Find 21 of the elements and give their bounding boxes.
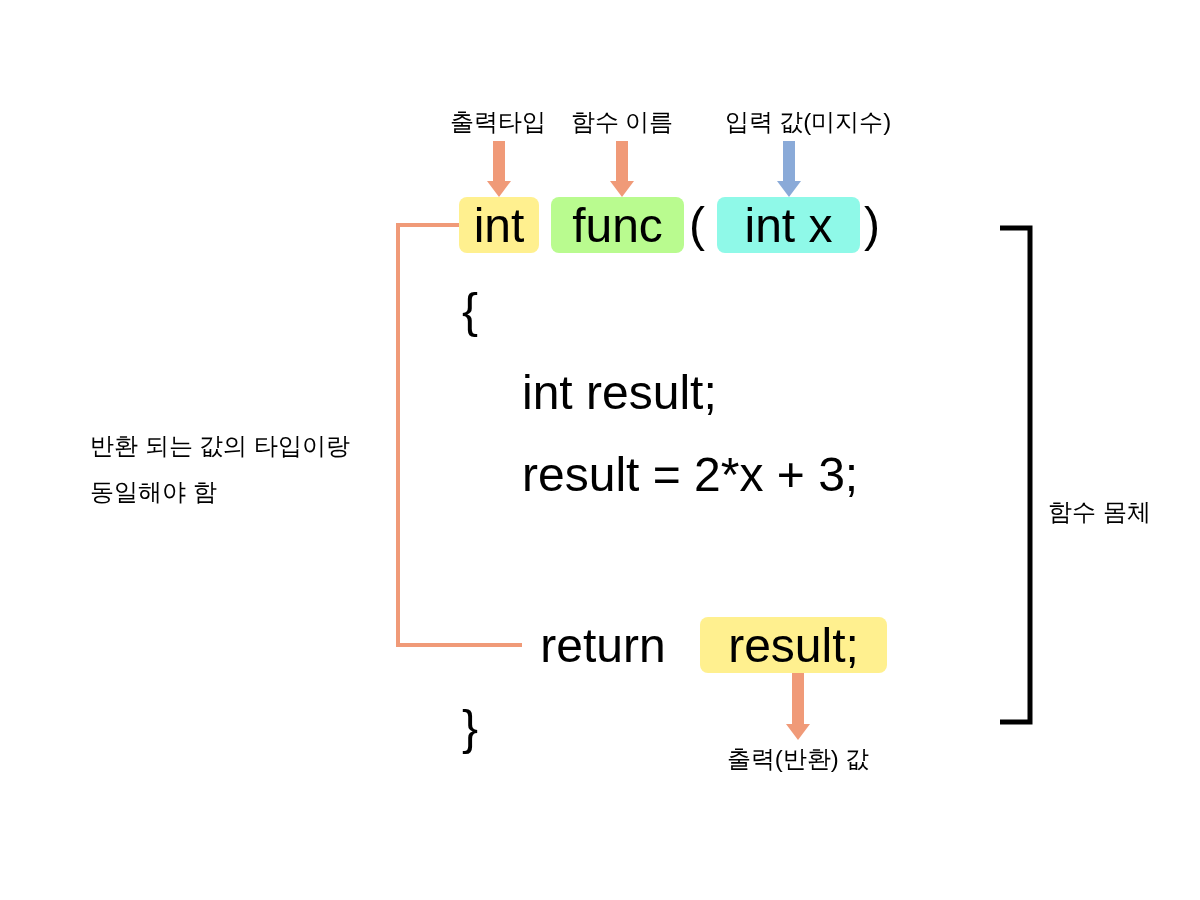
code-text: return xyxy=(522,615,684,675)
highlighted-code: int x xyxy=(717,197,860,253)
arrow xyxy=(777,141,801,197)
annotation-label: 출력타입 xyxy=(440,103,556,141)
code-text: { xyxy=(462,283,479,339)
arrow xyxy=(610,141,634,197)
annotation-label: 출력(반환) 값 xyxy=(712,740,884,778)
highlighted-code: func xyxy=(551,197,684,253)
highlighted-code: result; xyxy=(700,617,887,673)
annotation-label: 함수 몸체 xyxy=(1048,497,1151,527)
code-text: ( xyxy=(689,197,705,253)
code-text: result = 2*x + 3; xyxy=(522,447,859,503)
annotation-label: 입력 값(미지수) xyxy=(712,103,904,141)
code-text: int result; xyxy=(522,365,717,421)
code-text: ) xyxy=(864,197,880,253)
arrow xyxy=(487,141,511,197)
connector-line xyxy=(396,223,522,647)
highlighted-code: int xyxy=(459,197,539,253)
note-text: 반환 되는 값의 타입이랑 동일해야 함 xyxy=(90,431,351,507)
annotation-label: 함수 이름 xyxy=(562,103,682,141)
code-text: } xyxy=(462,700,479,756)
